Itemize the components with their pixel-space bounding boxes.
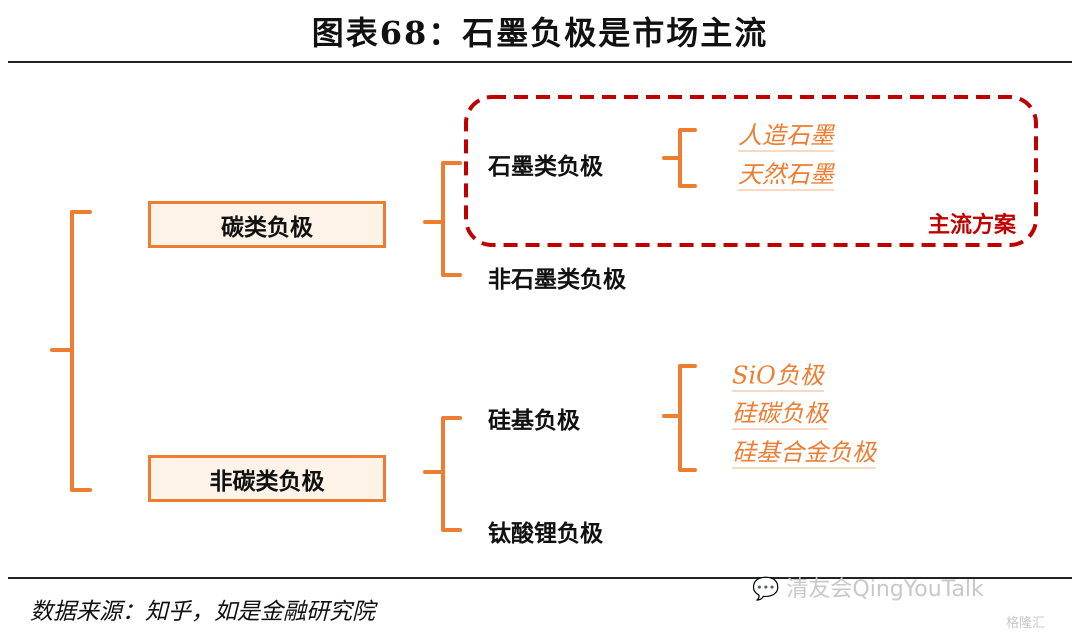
noncarbon-bracket [423, 416, 462, 532]
watermark-text: 清友会QingYouTalk [786, 577, 984, 602]
lithium-titanate-node: 钛酸锂负极 [488, 521, 603, 547]
silicon-alloy-anode: 硅基合金负极 [732, 438, 876, 469]
silicon-anode-node: 硅基负极 [488, 408, 580, 434]
silicon-bracket [662, 364, 697, 472]
mainstream-label: 主流方案 [927, 213, 1016, 238]
root-bracket [50, 210, 92, 492]
sio-anode: SiO负极 [732, 361, 824, 392]
carbon-bracket [423, 161, 462, 277]
figure-title: 图表68：石墨负极是市场主流 [311, 14, 769, 52]
mainstream-dashed-frame [464, 95, 1038, 247]
top-divider [8, 61, 1072, 63]
source-note: 数据来源：知乎，如是金融研究院 [30, 599, 375, 625]
watermark: 💬 清友会QingYouTalk [752, 571, 984, 603]
silicon-carbon-anode: 硅碳负极 [732, 399, 828, 430]
watermark-secondary: 格隆汇 [1006, 616, 1046, 631]
natural-graphite: 天然石墨 [738, 160, 834, 191]
bottom-divider [8, 577, 1072, 579]
non-carbon-anode-box: 非碳类负极 [148, 455, 386, 502]
non-graphite-anode-node: 非石墨类负极 [488, 267, 626, 293]
wechat-icon: 💬 [752, 577, 787, 602]
artificial-graphite: 人造石墨 [738, 121, 834, 152]
graphite-anode-node: 石墨类负极 [488, 154, 603, 180]
graphite-bracket [662, 128, 697, 188]
carbon-anode-box: 碳类负极 [148, 201, 386, 248]
